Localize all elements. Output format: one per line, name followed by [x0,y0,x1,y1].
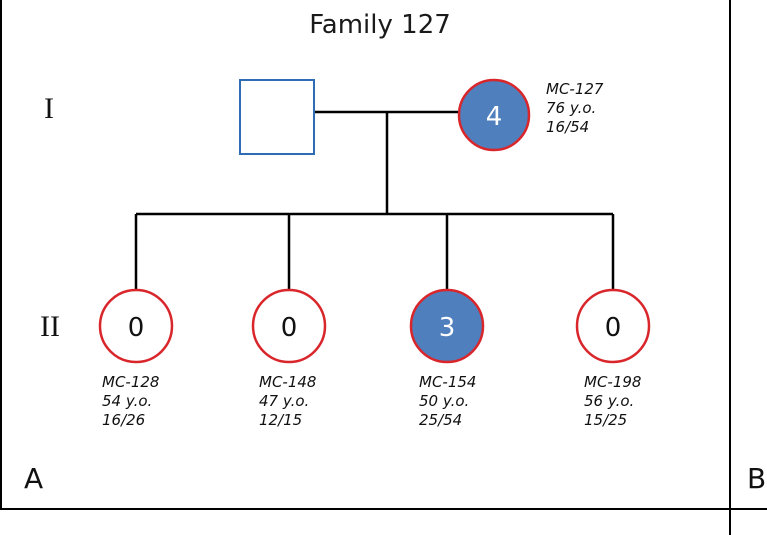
child-id-1: MC-128 [102,373,160,391]
panel-label-b: B [747,462,767,495]
mother-circle [457,78,531,152]
child-label-2: MC-148 47 y.o. 12/15 [259,373,316,430]
generation-label-1: I [44,92,54,125]
frame-bottom-border [0,508,767,510]
child-ratio-2: 12/15 [259,411,303,429]
child-age-1: 54 y.o. [102,392,153,410]
father-square [239,79,315,155]
child-count-2: 0 [281,313,298,343]
panel-label-a: A [24,462,44,495]
child-circle-1 [98,288,174,364]
mother-ratio: 16/54 [546,118,590,136]
child-age-2: 47 y.o. [259,392,310,410]
child-id-2: MC-148 [259,373,317,391]
child-ratio-1: 16/26 [102,411,146,429]
child-label-1: MC-128 54 y.o. 16/26 [102,373,159,430]
pedigree-title: Family 127 [309,10,451,40]
child-circle-2 [251,288,327,364]
child-ratio-3: 25/54 [419,411,463,429]
child-ratio-4: 15/25 [584,411,628,429]
mother-label: MC-127 76 y.o. 16/54 [546,80,603,137]
mother-count: 4 [486,102,503,132]
mother-id: MC-127 [546,80,604,98]
child-age-3: 50 y.o. [419,392,470,410]
child-id-4: MC-198 [584,373,642,391]
child-label-3: MC-154 50 y.o. 25/54 [419,373,476,430]
child-count-4: 0 [605,313,622,343]
frame-divider [729,0,731,535]
child-circle-3 [409,288,485,364]
child-circle-4 [575,288,651,364]
mother-age: 76 y.o. [546,99,597,117]
child-count-3: 3 [439,313,456,343]
frame-left-border [0,0,2,510]
child-age-4: 56 y.o. [584,392,635,410]
child-count-1: 0 [128,313,145,343]
child-id-3: MC-154 [419,373,477,391]
generation-label-2: II [40,310,60,343]
child-label-4: MC-198 56 y.o. 15/25 [584,373,641,430]
